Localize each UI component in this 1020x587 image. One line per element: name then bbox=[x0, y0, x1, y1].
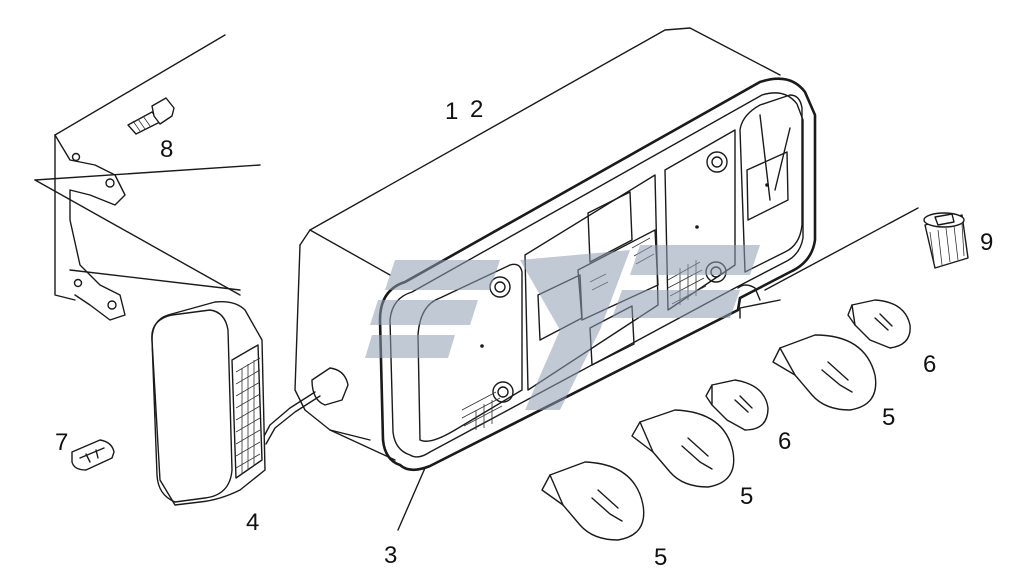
mounting-bracket bbox=[34, 34, 261, 321]
callout-5-right: 5 bbox=[882, 404, 895, 431]
callout-3: 3 bbox=[384, 542, 397, 569]
callout-6-upper: 6 bbox=[923, 351, 936, 378]
callout-5-left: 5 bbox=[654, 544, 667, 571]
callout-6-lower: 6 bbox=[778, 428, 791, 455]
part-9-bulb-holder bbox=[923, 212, 969, 269]
callout-1: 1 bbox=[445, 98, 458, 125]
bulb-mounting-strip bbox=[739, 207, 919, 319]
callout-5-middle: 5 bbox=[740, 483, 753, 510]
watermark-logo-icon bbox=[365, 245, 760, 410]
callout-4: 4 bbox=[246, 509, 259, 536]
callout-2: 2 bbox=[470, 96, 483, 123]
part-6-bulb-upper bbox=[847, 299, 911, 349]
leader-line-3 bbox=[397, 467, 426, 531]
part-4-side-marker-lamp bbox=[151, 300, 266, 506]
callout-9: 9 bbox=[980, 229, 993, 256]
part-6-bulb-lower bbox=[705, 379, 769, 431]
part-5-bulb-right bbox=[772, 334, 877, 411]
part-8-screw bbox=[127, 97, 175, 135]
part-5-bulb-left bbox=[541, 461, 645, 541]
callout-7: 7 bbox=[55, 429, 68, 456]
part-5-bulb-middle bbox=[631, 409, 735, 488]
part-7-festoon-bulb bbox=[71, 439, 115, 471]
callout-8: 8 bbox=[160, 136, 173, 163]
